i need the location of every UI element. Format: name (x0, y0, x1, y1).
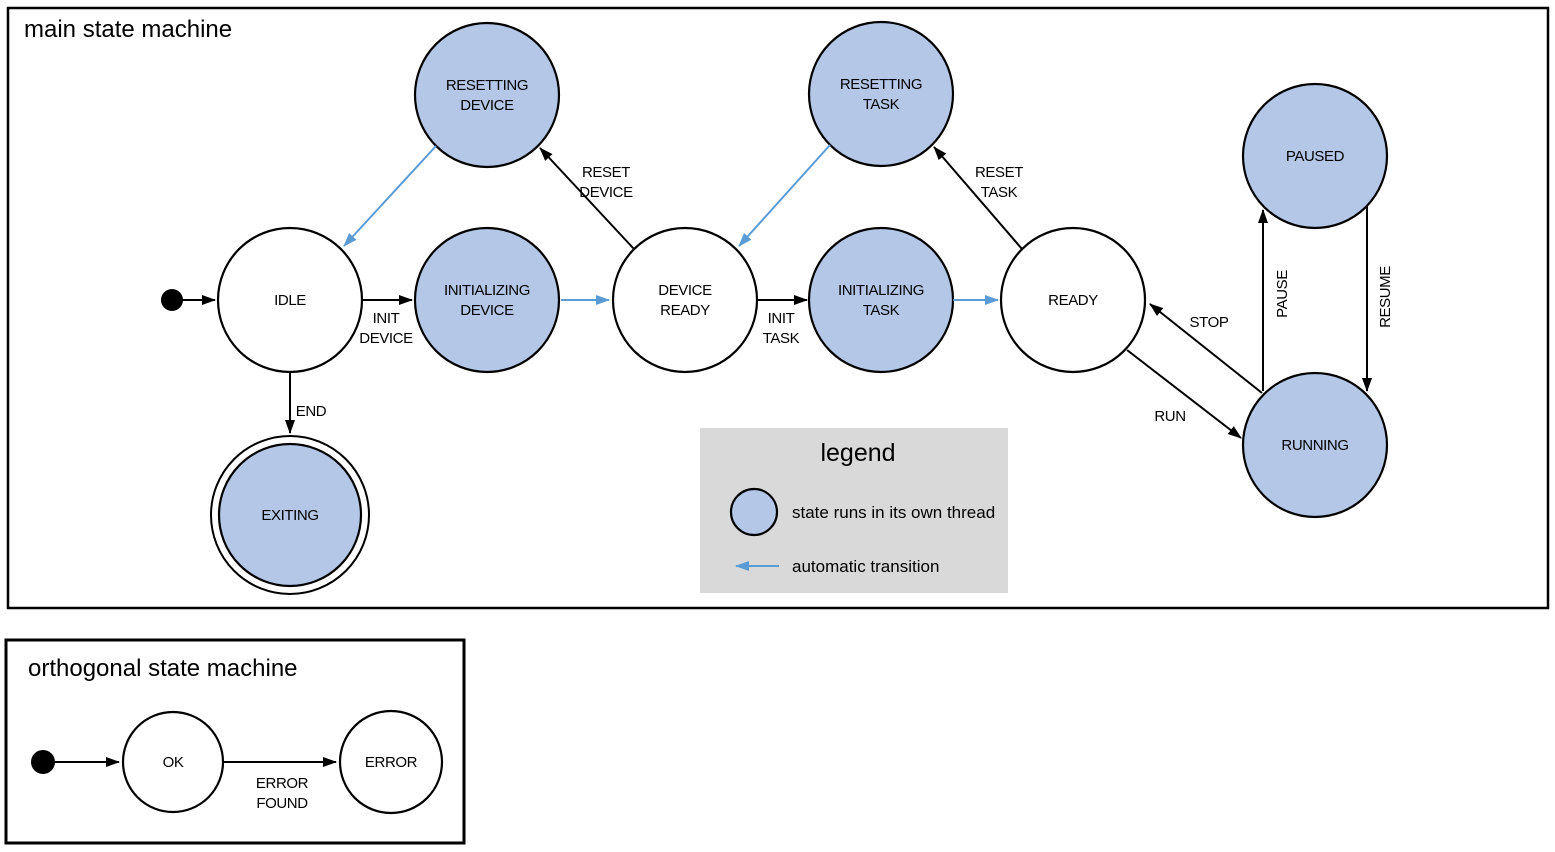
state-exiting (217, 442, 363, 588)
transition-ready-to-running (1126, 349, 1242, 439)
transition-label-reset-task-1: RESET (975, 164, 1023, 181)
orthogonal-state-machine: orthogonal state machine OK ERROR FOUND … (4, 638, 466, 845)
transition-running-to-ready (1149, 303, 1263, 394)
state-ready (999, 226, 1147, 374)
transition-label-init-task-1: INIT (768, 310, 795, 327)
legend-auto-transition-label: automatic transition (792, 557, 939, 576)
state-exiting-label: EXITING (261, 507, 318, 524)
transition-label-run: RUN (1154, 408, 1185, 425)
legend-title: legend (820, 439, 895, 467)
state-initializing-device (413, 226, 561, 374)
state-resetting-device-label-2: DEVICE (460, 97, 514, 114)
transition-label-init-task-2: TASK (763, 330, 800, 347)
state-initializing-task (807, 226, 955, 374)
state-ok-label: OK (163, 754, 184, 771)
transition-label-end: END (296, 403, 327, 420)
legend-thread-state-icon (729, 487, 779, 537)
state-running-label: RUNNING (1281, 437, 1348, 454)
orthogonal-initial-state-dot (31, 750, 55, 774)
legend-thread-state-label: state runs in its own thread (792, 503, 995, 522)
state-idle-label: IDLE (274, 292, 306, 309)
state-ready-label: READY (1048, 292, 1098, 309)
transition-label-reset-device-1: RESET (582, 164, 630, 181)
transition-label-resume: RESUME (1377, 266, 1394, 328)
legend: legend state runs in its own thread auto… (700, 428, 1008, 593)
state-exiting-outer-ring (210, 435, 370, 595)
state-resetting-device (413, 21, 561, 169)
initial-state-dot (161, 289, 183, 311)
state-resetting-task-label-1: RESETTING (840, 76, 922, 93)
state-paused (1241, 82, 1389, 230)
transition-label-init-device-1: INIT (373, 310, 400, 327)
transition-label-reset-device-2: DEVICE (579, 184, 633, 201)
state-initializing-device-label-1: INITIALIZING (444, 282, 530, 299)
state-resetting-device-label-1: RESETTING (446, 77, 528, 94)
orthogonal-frame-title: orthogonal state machine (28, 655, 298, 682)
state-paused-label: PAUSED (1286, 148, 1345, 165)
state-initializing-task-label-2: TASK (863, 302, 900, 319)
transition-label-error-found-1: ERROR (256, 775, 309, 792)
state-running (1241, 371, 1389, 519)
main-frame-title: main state machine (24, 16, 232, 43)
auto-transition-resetting-task-to-device-ready (738, 144, 831, 247)
state-error (338, 709, 444, 815)
transition-ready-to-resetting-task (933, 146, 1023, 250)
transition-label-reset-task-2: TASK (981, 184, 1018, 201)
state-device-ready-label-1: DEVICE (658, 282, 712, 299)
state-initializing-device-label-2: DEVICE (460, 302, 514, 319)
transition-label-stop: STOP (1190, 314, 1229, 331)
auto-transition-resetting-device-to-idle (343, 145, 437, 247)
state-error-label: ERROR (365, 754, 418, 771)
state-resetting-task (807, 20, 955, 168)
state-resetting-task-label-2: TASK (863, 96, 900, 113)
transition-label-error-found-2: FOUND (256, 795, 308, 812)
state-initializing-task-label-1: INITIALIZING (838, 282, 924, 299)
transition-label-pause: PAUSE (1274, 270, 1291, 318)
state-device-ready-label-2: READY (660, 302, 710, 319)
transition-label-init-device-2: DEVICE (359, 330, 413, 347)
state-device-ready (611, 226, 759, 374)
transition-device-ready-to-resetting-device (539, 147, 635, 250)
